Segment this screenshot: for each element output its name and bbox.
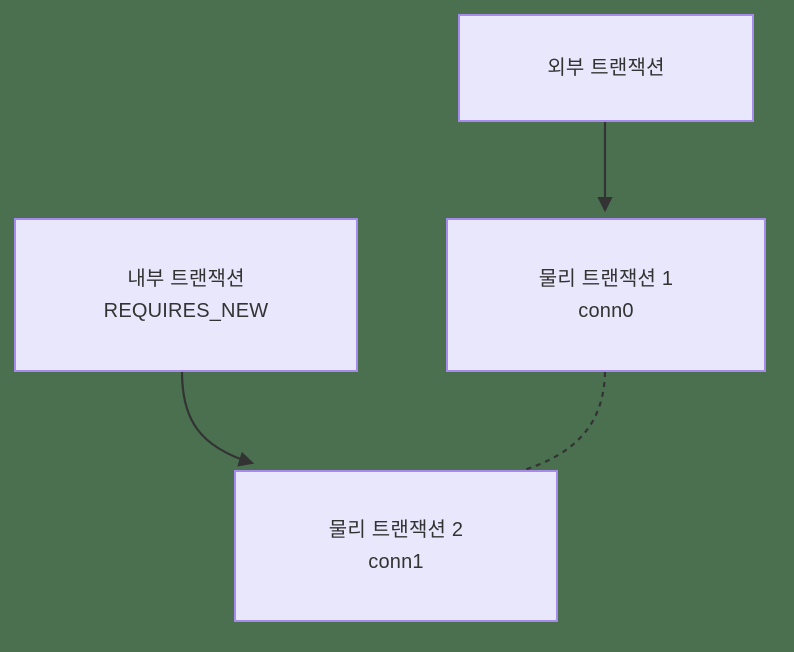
node-physical-transaction-1-line2: conn0 — [578, 300, 634, 322]
node-physical-transaction-1[interactable]: 물리 트랜잭션 1 conn0 — [446, 218, 766, 372]
node-internal-transaction-line2: REQUIRES_NEW — [103, 300, 269, 322]
edge-physical1-to-physical2 — [523, 371, 607, 472]
edge-internal-to-physical2 — [180, 371, 255, 467]
node-internal-transaction-line1: 내부 트랜잭션 — [127, 267, 245, 290]
node-physical-transaction-1-line1: 물리 트랜잭션 1 — [538, 267, 674, 290]
node-external-transaction-line1: 외부 트랜잭션 — [547, 56, 665, 79]
node-physical-transaction-2-line1: 물리 트랜잭션 2 — [328, 518, 464, 541]
node-physical-transaction-2-line2: conn1 — [368, 551, 424, 573]
node-physical-transaction-2[interactable]: 물리 트랜잭션 2 conn1 — [234, 470, 558, 622]
node-internal-transaction[interactable]: 내부 트랜잭션 REQUIRES_NEW — [14, 218, 358, 372]
node-external-transaction[interactable]: 외부 트랜잭션 — [458, 14, 754, 122]
